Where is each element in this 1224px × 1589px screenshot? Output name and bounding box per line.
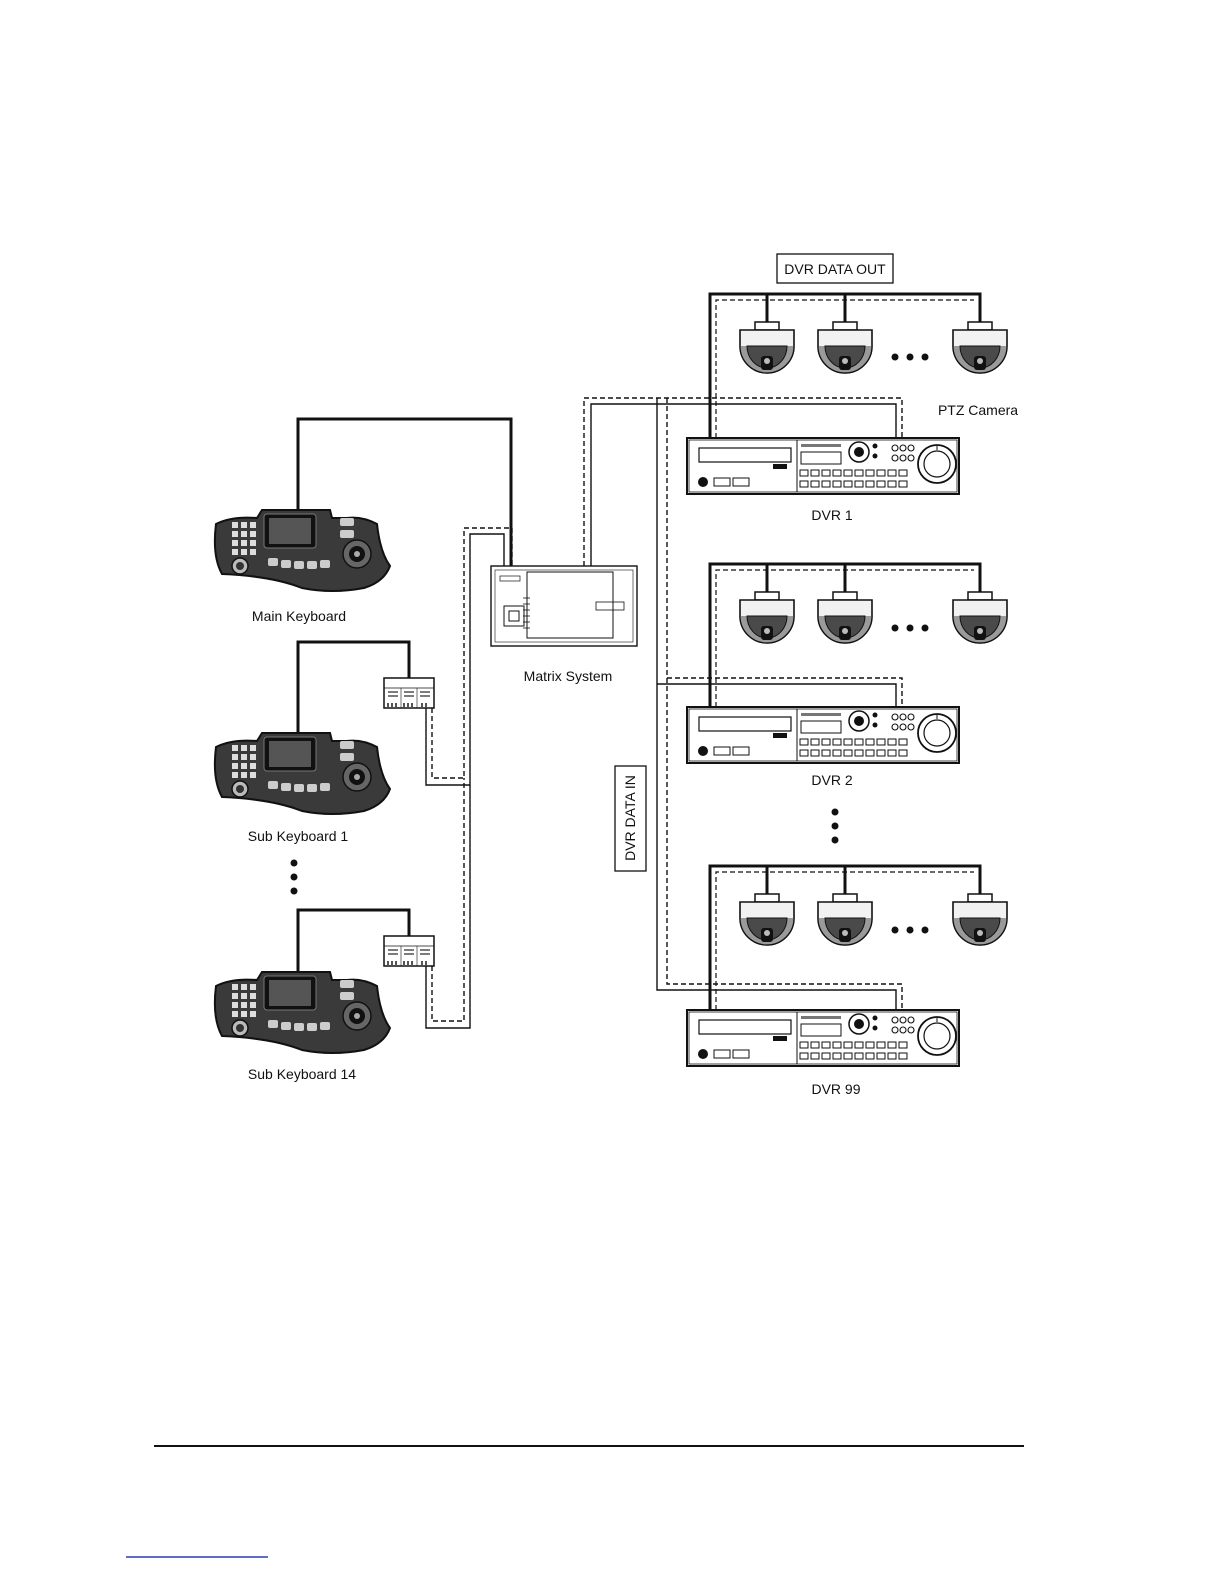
matrix-system-label: Matrix System	[524, 668, 613, 684]
ptz-camera	[740, 592, 794, 643]
dvr-99	[687, 1010, 959, 1066]
ellipsis	[892, 625, 929, 632]
vertical-ellipsis-keyboards	[291, 860, 298, 895]
dvr99-label: DVR 99	[811, 1081, 860, 1097]
dvr2-data-in-dashed	[667, 678, 902, 707]
ptz-cameras-dvr1	[740, 322, 1007, 373]
main-keyboard-label: Main Keyboard	[252, 608, 346, 624]
ptz-camera	[740, 322, 794, 373]
sub-keyboard-1	[215, 733, 390, 814]
ptz-camera-label: PTZ Camera	[938, 402, 1018, 418]
ptz-camera	[818, 322, 872, 373]
ellipsis	[892, 354, 929, 361]
dvr-2	[687, 707, 959, 763]
ptz-camera	[818, 894, 872, 945]
ptz-camera	[953, 592, 1007, 643]
dvr2-data-in	[657, 684, 896, 707]
sub-keyboard-1-label: Sub Keyboard 1	[248, 828, 349, 844]
dvr-data-in-label: DVR DATA IN	[622, 775, 638, 861]
ellipsis	[892, 927, 929, 934]
matrix-system	[491, 566, 637, 646]
main-keyboard	[215, 510, 390, 591]
dvr-data-out-box: DVR DATA OUT	[777, 254, 893, 283]
ptz-camera	[953, 322, 1007, 373]
junction-box-1	[384, 678, 434, 708]
wiring	[298, 294, 980, 1028]
ptz-cameras-dvr99	[740, 894, 1007, 945]
dvr-1	[687, 438, 959, 494]
junction-box-14	[384, 936, 434, 966]
bus-line-14-dashed	[432, 778, 464, 1021]
sub-keyboard-14-label: Sub Keyboard 14	[248, 1066, 356, 1082]
ptz-camera	[953, 894, 1007, 945]
sub-keyboard-14	[215, 972, 390, 1053]
ptz-cameras-dvr2	[740, 592, 1007, 643]
dvr-data-out-label: DVR DATA OUT	[784, 261, 886, 277]
ptz-camera	[740, 894, 794, 945]
ptz-camera	[818, 592, 872, 643]
dvr-data-in-box: DVR DATA IN	[615, 766, 646, 871]
dvr1-label: DVR 1	[811, 507, 852, 523]
vertical-ellipsis-dvr	[832, 809, 839, 844]
dvr2-label: DVR 2	[811, 772, 852, 788]
